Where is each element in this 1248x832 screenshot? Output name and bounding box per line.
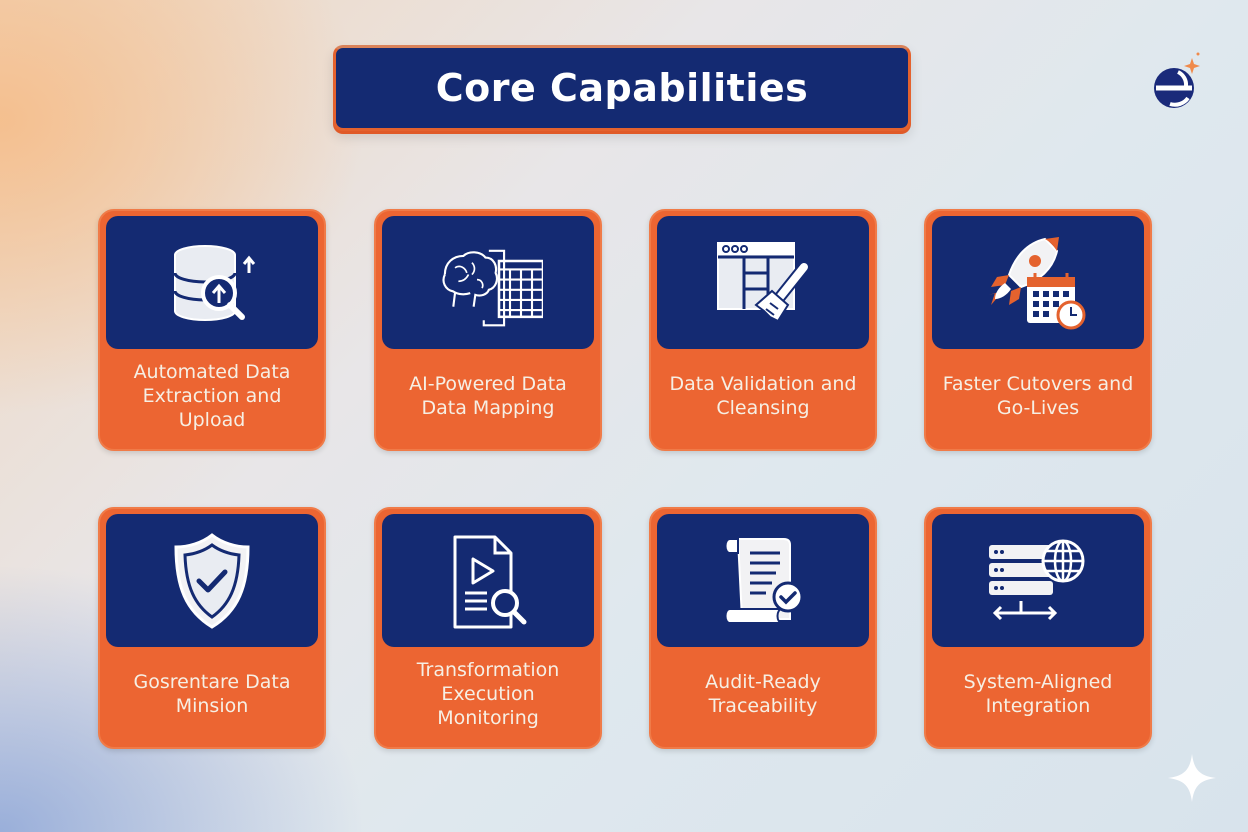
- card-icon-panel: [657, 514, 869, 647]
- card-label: Faster Cutovers and Go-Lives: [942, 373, 1134, 419]
- card-icon-panel: [382, 216, 594, 349]
- card-label: Gosrentare Data Minsion: [133, 671, 291, 717]
- capability-card-system-integration: System-Aligned Integration: [924, 507, 1152, 749]
- capability-card-transformation-monitoring: Transformation Execution Monitoring: [374, 507, 602, 749]
- card-label: Data Validation and Cleansing: [669, 373, 857, 419]
- capability-card-audit-traceability: Audit-Ready Traceability: [649, 507, 877, 749]
- rocket-calendar-clock-icon: [989, 236, 1086, 329]
- card-icon-panel: [657, 216, 869, 349]
- card-label: Audit-Ready Traceability: [705, 671, 821, 717]
- brain-table-mapping-icon: [442, 249, 543, 326]
- document-play-search-icon: [453, 535, 527, 628]
- window-brush-cleanse-icon: [717, 241, 810, 322]
- server-globe-arrows-icon: [989, 539, 1085, 620]
- capability-card-data-governance: Gosrentare Data Minsion: [98, 507, 326, 749]
- capability-card-faster-cutovers: Faster Cutovers and Go-Lives: [924, 209, 1152, 451]
- capability-card-validation: Data Validation and Cleansing: [649, 209, 877, 451]
- sparkle-icon: [1168, 754, 1216, 802]
- card-label: Automated Data Extraction and Upload: [133, 361, 291, 431]
- scroll-check-icon: [724, 537, 804, 624]
- card-icon-panel: [106, 514, 318, 647]
- shield-check-icon: [174, 532, 250, 629]
- capability-card-ai-mapping: AI-Powered Data Data Mapping: [374, 209, 602, 451]
- card-label: System-Aligned Integration: [963, 671, 1113, 717]
- card-icon-panel: [382, 514, 594, 647]
- card-icon-panel: [106, 216, 318, 349]
- card-icon-panel: [932, 216, 1144, 349]
- database-search-upload-icon: [173, 244, 256, 321]
- capability-card-data-extraction: Automated Data Extraction and Upload: [98, 209, 326, 451]
- brand-logo-icon: [1154, 52, 1200, 108]
- page-title: Core Capabilities: [435, 66, 809, 110]
- card-label: AI-Powered Data Data Mapping: [409, 373, 567, 419]
- card-label: Transformation Execution Monitoring: [416, 659, 560, 729]
- title-banner: Core Capabilities: [333, 45, 911, 131]
- card-icon-panel: [932, 514, 1144, 647]
